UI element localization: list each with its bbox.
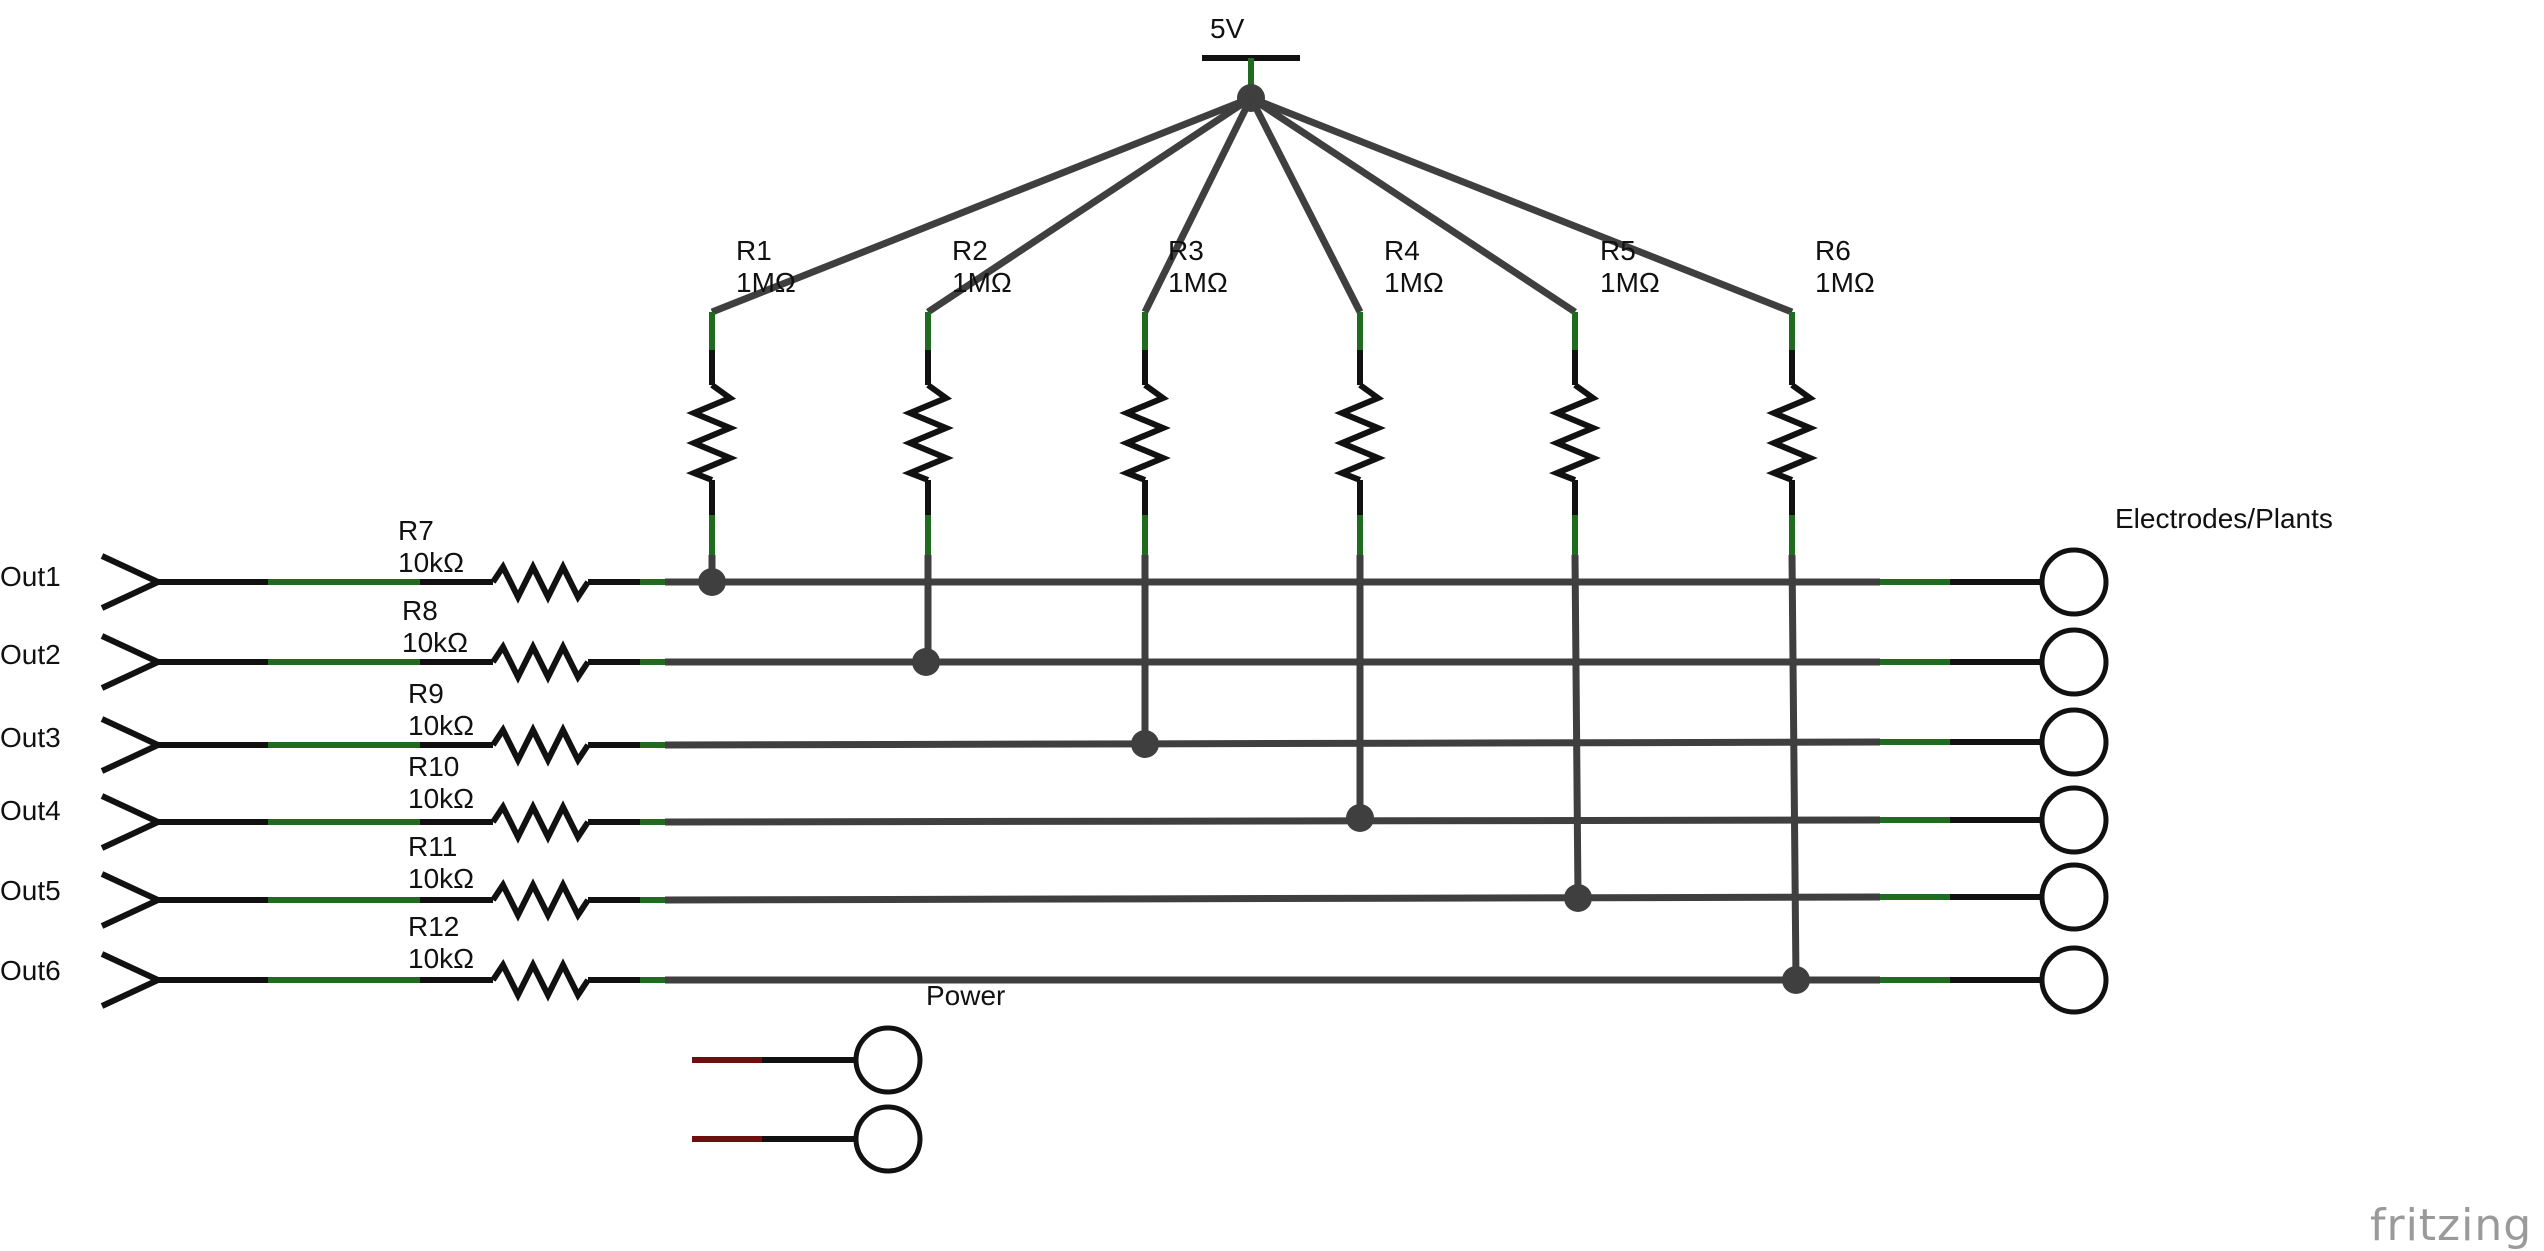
electrodes-label: Electrodes/Plants	[2115, 503, 2333, 534]
supply-fan-wires	[710, 94, 1794, 316]
output-line-5: Out5 R11 10kΩ	[0, 831, 2109, 932]
resistor-r9-ref: R9	[408, 678, 444, 709]
output-5-label: Out5	[0, 875, 61, 906]
resistor-r6-ref: R6	[1815, 235, 1851, 266]
output-2-connector	[100, 633, 166, 691]
electrode-terminal-6	[2039, 945, 2109, 1015]
output-5-connector	[100, 871, 166, 929]
resistor-r1: R1 1MΩ	[685, 235, 796, 555]
output-line-3: Out3 R9 10kΩ	[0, 678, 2109, 777]
junction-dot	[912, 648, 940, 676]
resistor-r4-value: 1MΩ	[1384, 267, 1444, 298]
pullup-drop-wires	[708, 554, 1800, 981]
power-connector: Power	[692, 980, 1005, 1174]
output-line-4: Out4 R10 10kΩ	[0, 751, 2109, 855]
resistor-r3: R3 1MΩ	[1118, 235, 1228, 555]
resistor-r5-ref: R5	[1600, 235, 1636, 266]
resistor-r11-value: 10kΩ	[408, 863, 474, 894]
resistor-r8-ref: R8	[402, 595, 438, 626]
output-4-label: Out4	[0, 795, 61, 826]
resistor-r2-value: 1MΩ	[952, 267, 1012, 298]
resistor-r11-ref: R11	[408, 831, 457, 862]
ground-terminal	[853, 1104, 923, 1174]
junction-dot	[1782, 966, 1810, 994]
resistor-r4: R4 1MΩ	[1333, 235, 1444, 555]
resistor-r5-value: 1MΩ	[1600, 267, 1660, 298]
resistor-r1-ref: R1	[736, 235, 772, 266]
output-6-label: Out6	[0, 955, 61, 986]
supply-5v-symbol: 5V	[1202, 13, 1300, 112]
resistor-r2-ref: R2	[952, 235, 988, 266]
resistor-r7-value: 10kΩ	[398, 547, 464, 578]
output-3-connector	[100, 716, 166, 774]
resistor-r1-value: 1MΩ	[736, 267, 796, 298]
output-1-label: Out1	[0, 561, 61, 592]
resistor-r10-value: 10kΩ	[408, 783, 474, 814]
resistor-r10-ref: R10	[408, 751, 459, 782]
resistor-r3-ref: R3	[1168, 235, 1204, 266]
output-line-6: Out6 R12 10kΩ	[0, 911, 2109, 1015]
output-2-label: Out2	[0, 639, 61, 670]
resistor-r2: R2 1MΩ	[901, 235, 1012, 555]
electrode-terminal-3	[2039, 707, 2109, 777]
junction-dot	[698, 568, 726, 596]
electrode-terminal-4	[2039, 785, 2109, 855]
junction-dot	[1346, 804, 1374, 832]
junction-dot	[1564, 884, 1592, 912]
electrode-terminal-1	[2039, 547, 2109, 617]
fritzing-watermark: fritzing	[2370, 1200, 2532, 1251]
resistor-r9-value: 10kΩ	[408, 710, 474, 741]
resistor-r4-ref: R4	[1384, 235, 1420, 266]
output-3-label: Out3	[0, 722, 61, 753]
output-line-2: Out2 R8 10kΩ	[0, 595, 2109, 697]
resistor-r8-value: 10kΩ	[402, 627, 468, 658]
electrode-terminal-2	[2039, 627, 2109, 697]
output-6-connector	[100, 951, 166, 1009]
power-label: Power	[926, 980, 1005, 1011]
junction-dot	[1131, 730, 1159, 758]
resistor-r3-value: 1MΩ	[1168, 267, 1228, 298]
electrode-terminal-5	[2039, 862, 2109, 932]
resistor-r12-value: 10kΩ	[408, 943, 474, 974]
resistor-r6-value: 1MΩ	[1815, 267, 1875, 298]
resistor-r7-ref: R7	[398, 515, 434, 546]
supply-label: 5V	[1210, 13, 1245, 44]
output-1-connector	[100, 553, 166, 611]
resistor-r6: R6 1MΩ	[1765, 235, 1875, 555]
output-line-1: Out1 R7 10kΩ	[0, 515, 2109, 617]
resistor-r12-ref: R12	[408, 911, 459, 942]
output-4-connector	[100, 793, 166, 851]
resistor-r5: R5 1MΩ	[1548, 235, 1660, 555]
power-terminal	[853, 1025, 923, 1095]
